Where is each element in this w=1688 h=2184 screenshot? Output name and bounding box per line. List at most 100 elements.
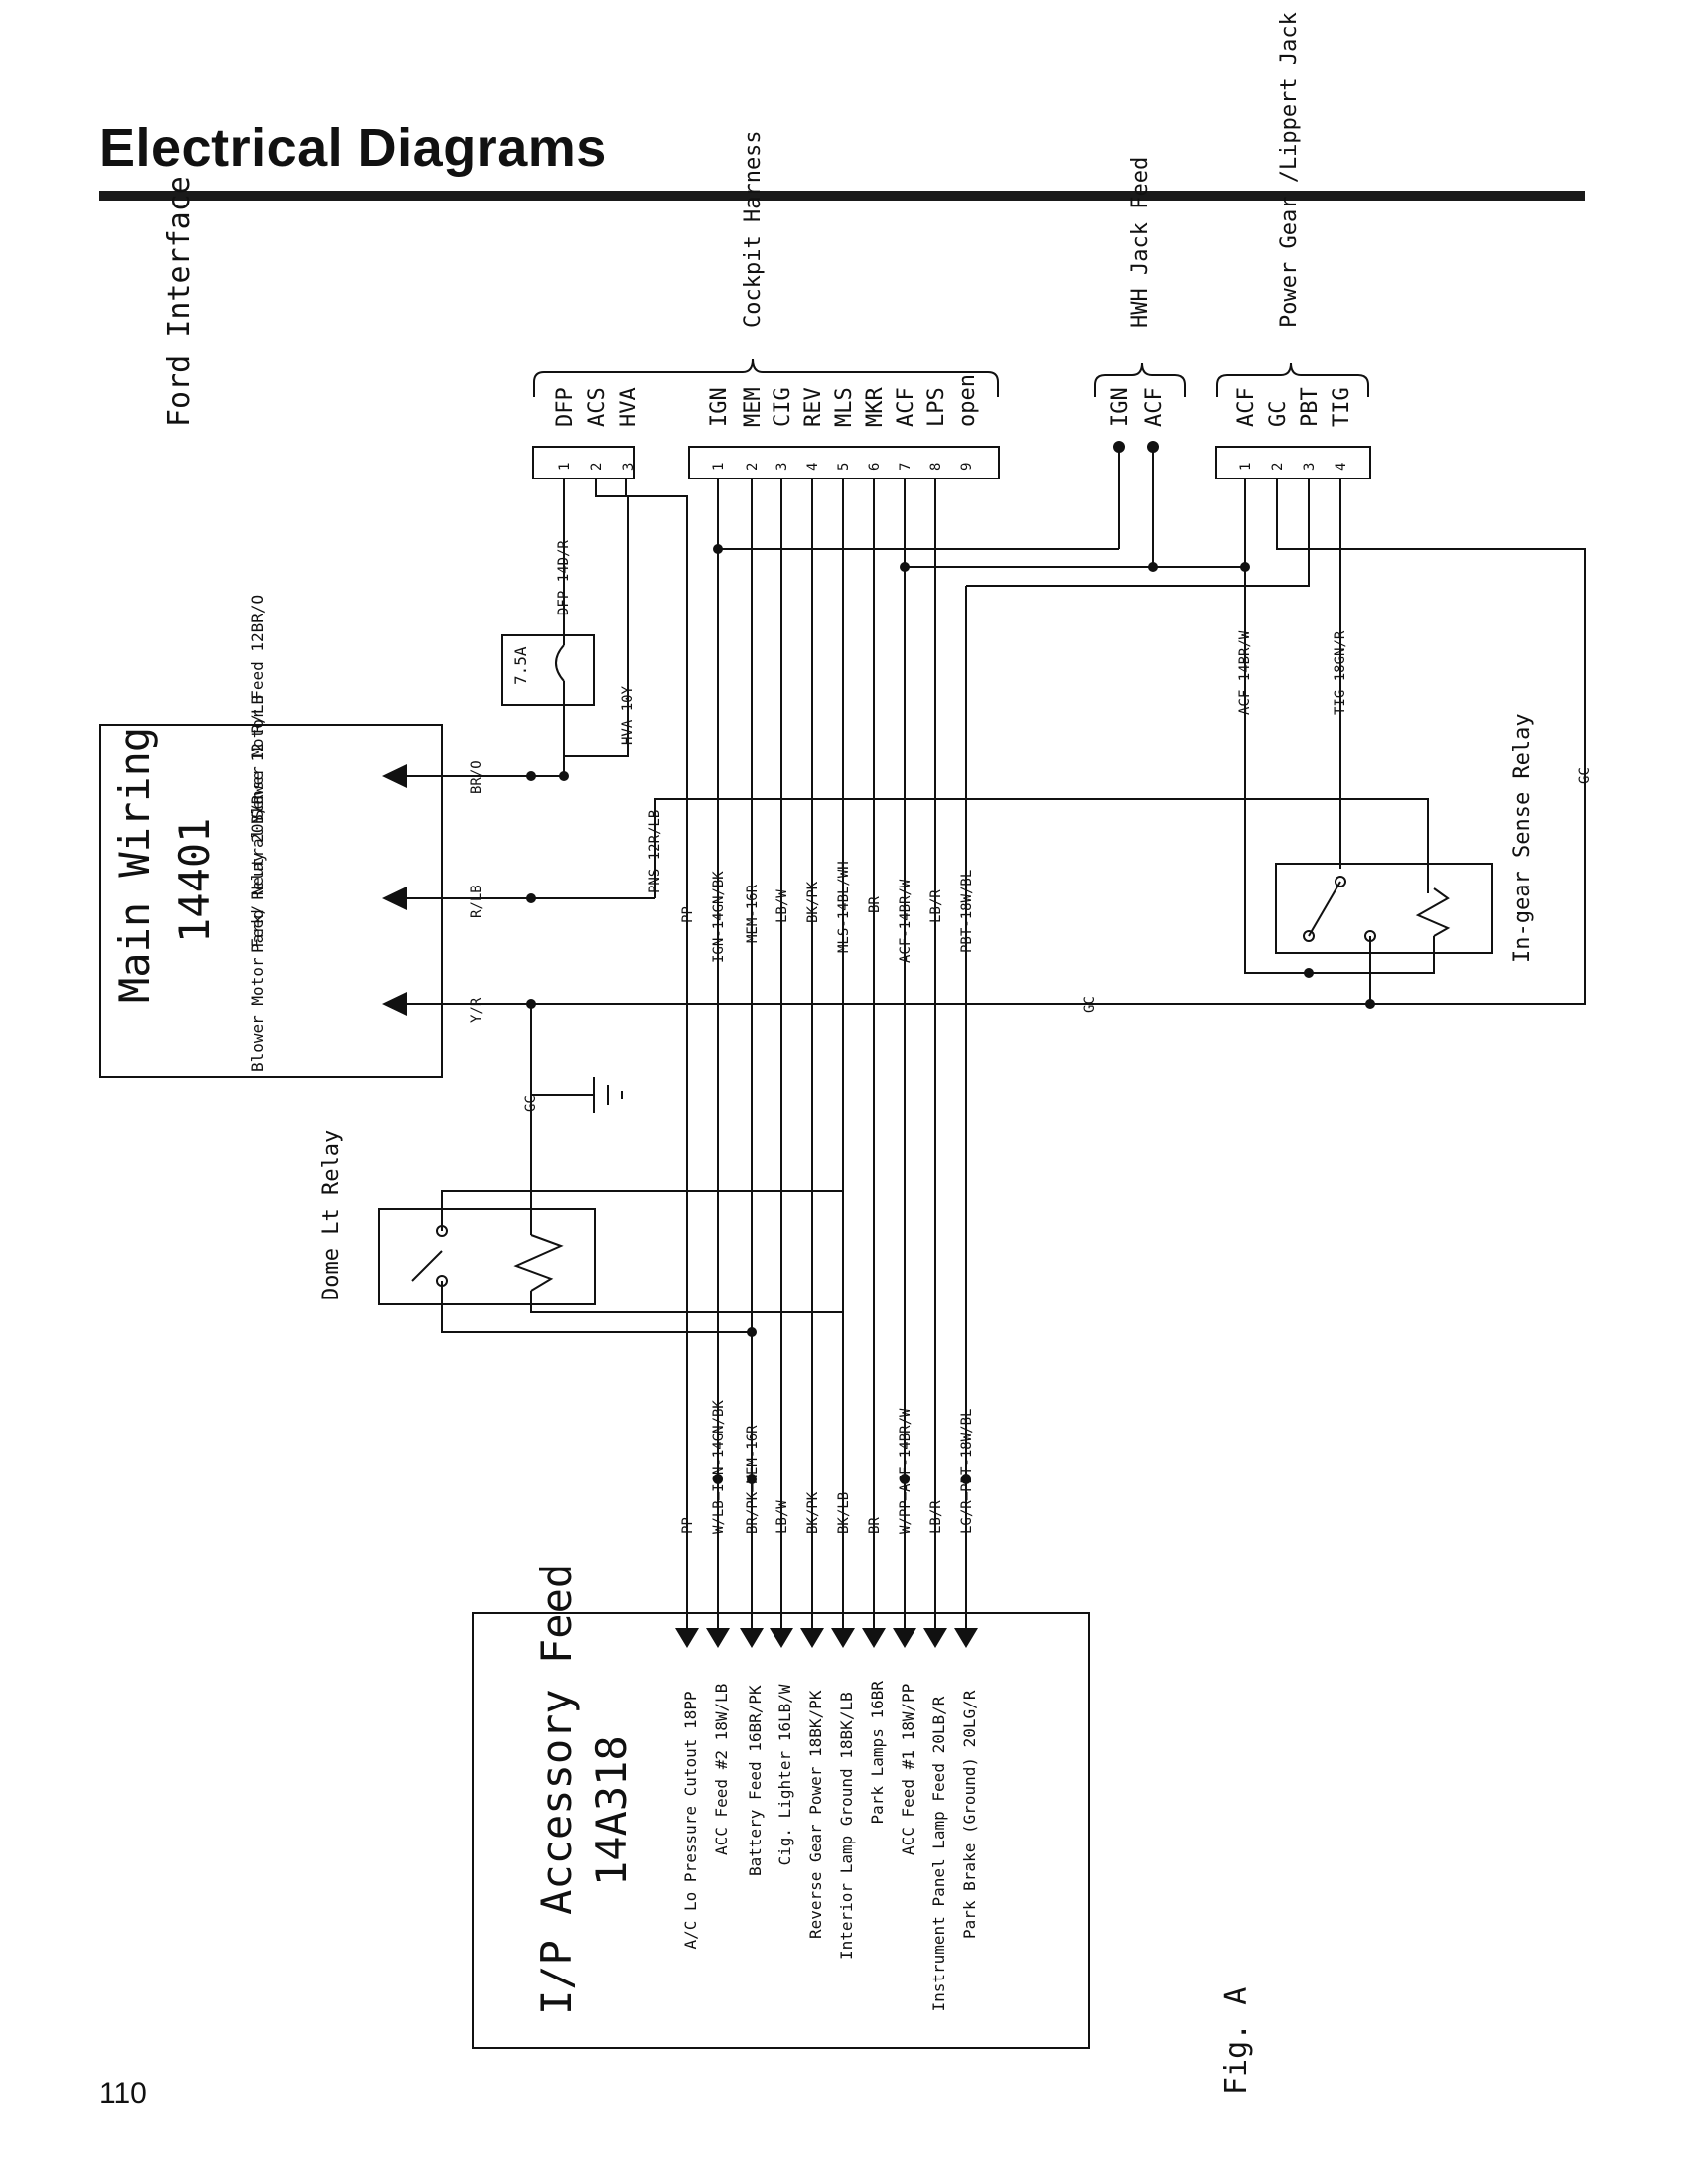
- connector-a-pin: 3: [621, 463, 636, 471]
- ip-accessory-number: 14A318: [587, 1735, 635, 1886]
- connector-b-signal: MEM: [741, 387, 766, 427]
- fuse-box: [501, 634, 595, 706]
- connector-b-pin: 8: [928, 463, 944, 471]
- wire-label-pp: PP: [680, 906, 696, 923]
- ip-accessory-title: I/P Accessory Feed: [532, 1564, 581, 2015]
- connector-a-signal: ACS: [585, 387, 610, 427]
- title-rule: [99, 191, 1585, 201]
- svg-text:In-gear Sense Relay: In-gear Sense Relay: [1510, 713, 1535, 963]
- svg-text:Power Gear /Lippert Jack Contr: Power Gear /Lippert Jack Control: [1277, 0, 1302, 328]
- page-number: 110: [99, 2077, 147, 2110]
- wire-label-br-o: BR/O: [469, 760, 485, 794]
- lower-wire-label-lbr: LB/R: [928, 1500, 944, 1534]
- ip-accessory-item: Instrument Panel Lamp Feed 20LB/R: [929, 1696, 948, 2011]
- lower-wire-label-acf: W/PP—ACF-14BR/W: [898, 1408, 914, 1534]
- svg-text:Cockpit Harness: Cockpit Harness: [741, 130, 766, 328]
- powergear-title: Power Gear /Lippert Jack Control: [1277, 0, 1302, 328]
- powergear-signal: TIG: [1330, 387, 1354, 427]
- powergear-pin: 3: [1302, 463, 1318, 471]
- ip-accessory-item: ACC Feed #1 18W/PP: [899, 1684, 917, 1855]
- connector-b-signal: MLS: [832, 387, 857, 427]
- main-wiring-title: Main Wiring: [110, 727, 159, 1003]
- hwh-signal: ACF: [1142, 387, 1167, 427]
- connector-b-signal: ACF: [894, 387, 918, 427]
- wire-label-lbr: LB/R: [928, 889, 944, 923]
- connector-a-signal: HVA: [617, 387, 641, 427]
- ip-accessory-item: Park Brake (Ground) 20LG/R: [960, 1690, 979, 1939]
- lower-wire-label-br: BR: [867, 1517, 883, 1534]
- lower-wire-label-pbt: LG/R—PBT-18W/BL: [959, 1409, 975, 1534]
- svg-text:Ford Interface: Ford Interface: [162, 176, 197, 427]
- svg-text:I/P Accessory Feed: I/P Accessory Feed: [532, 1564, 581, 2015]
- wire-label-mem: MEM-16R: [745, 884, 761, 943]
- lower-wire-label-bklb: BK/LB: [836, 1492, 852, 1534]
- ip-accessory-item: Interior Lamp Ground 18BK/LB: [837, 1692, 856, 1960]
- wire-label-pbt: PBT-18W/BL: [959, 870, 975, 953]
- ip-accessory-item: Reverse Gear Power 18BK/PK: [806, 1690, 825, 1939]
- ingear-relay-label: In-gear Sense Relay: [1510, 713, 1535, 963]
- connector-b-pin: 3: [774, 463, 790, 471]
- connector-a-pin: 2: [589, 463, 605, 471]
- wire-label-ign: IGN-14GN/BK: [711, 871, 727, 963]
- ip-accessory-item: Cig. Lighter 16LB/W: [775, 1684, 794, 1865]
- connector-a: [532, 446, 635, 479]
- connector-b-pin: 6: [867, 463, 883, 471]
- wire-label-tig: TIG-18GN/R: [1333, 630, 1348, 715]
- svg-text:Main Wiring: Main Wiring: [110, 727, 159, 1003]
- svg-text:Fig. A: Fig. A: [1219, 1987, 1254, 2095]
- cockpit-brace: [533, 358, 999, 397]
- connector-a-signal: DFP: [553, 387, 578, 427]
- ip-accessory-item: Battery Feed 16BR/PK: [746, 1685, 765, 1876]
- ingear-relay-box: [1275, 863, 1493, 954]
- blower-motor-feed-relay-label: Blower Motor Feed Relay 20Y/R: [248, 794, 267, 1072]
- connector-b-pin: 9: [959, 463, 975, 471]
- lower-wire-label-ign: W/LB—IGN-14GN/BK: [711, 1400, 727, 1534]
- wire-label-r-lb: R/LB: [469, 885, 485, 918]
- wire-label-y-r: Y/R: [469, 997, 485, 1023]
- wire-label-br: BR: [867, 896, 883, 913]
- wire-label-gc: GC: [1577, 767, 1593, 784]
- lower-wire-label-lbw: LB/W: [774, 1500, 790, 1534]
- connector-b-signal: LPS: [924, 387, 949, 427]
- connector-b-signal: MKR: [863, 387, 888, 427]
- svg-text:14401: 14401: [170, 818, 218, 943]
- wire-label-gc-ground: GC: [523, 1095, 539, 1112]
- park-neutral-sense-label: Park/ Neutral Sense 12 R/LB: [248, 695, 267, 953]
- hwh-title: HWH Jack Feed: [1128, 157, 1153, 328]
- main-wiring-number: 14401: [170, 818, 218, 943]
- svg-text:HWH Jack Feed: HWH Jack Feed: [1128, 157, 1153, 328]
- wire-label-mls: MLS-14BL/WH: [836, 861, 852, 953]
- fuse-label: 7.5A: [511, 646, 530, 685]
- wire-label-hva: HVA-10Y: [620, 685, 635, 745]
- connector-b-signal: CIG: [771, 387, 795, 427]
- figure-label: Fig. A: [1219, 1987, 1254, 2095]
- lower-wire-label-mem: BR/PK—MEM-16R: [745, 1425, 761, 1534]
- wire-label-acf-top: ACF-14BR/W: [1237, 630, 1253, 715]
- svg-text:7.5A: 7.5A: [511, 646, 530, 685]
- powergear-signal: ACF: [1234, 387, 1259, 427]
- svg-text:14A318: 14A318: [587, 1735, 635, 1886]
- dome-relay-label: Dome Lt Relay: [319, 1130, 344, 1300]
- lower-wire-label-pp: PP: [680, 1517, 696, 1534]
- powergear-brace: [1216, 362, 1369, 397]
- powergear-signal: GC: [1266, 401, 1291, 428]
- hwh-brace: [1094, 362, 1186, 397]
- cockpit-harness-title: Cockpit Harness: [741, 130, 766, 328]
- powergear-pin: 1: [1238, 463, 1254, 471]
- blower-motor-feed-label: Blower Motor Feed 12BR/O: [248, 595, 267, 824]
- ip-accessory-item: A/C Lo Pressure Cutout 18PP: [681, 1691, 700, 1949]
- ip-accessory-item: ACC Feed #2 18W/LB: [712, 1684, 731, 1855]
- connector-b-signal: REV: [801, 387, 826, 427]
- ford-interface-label: Ford Interface: [162, 176, 197, 427]
- connector-pg: [1215, 446, 1371, 479]
- connector-b-signal: IGN: [707, 387, 732, 427]
- page-title: Electrical Diagrams: [99, 118, 607, 178]
- main-wiring-box: [99, 724, 443, 1078]
- connector-b-pin: 7: [898, 463, 914, 471]
- connector-b-pin: 5: [836, 463, 852, 471]
- lower-wire-label-bkpk: BK/PK: [805, 1491, 821, 1534]
- dome-relay-box: [378, 1208, 596, 1305]
- wire-label-gc-bottom: GC: [1082, 996, 1098, 1013]
- connector-b-pin: 2: [745, 463, 761, 471]
